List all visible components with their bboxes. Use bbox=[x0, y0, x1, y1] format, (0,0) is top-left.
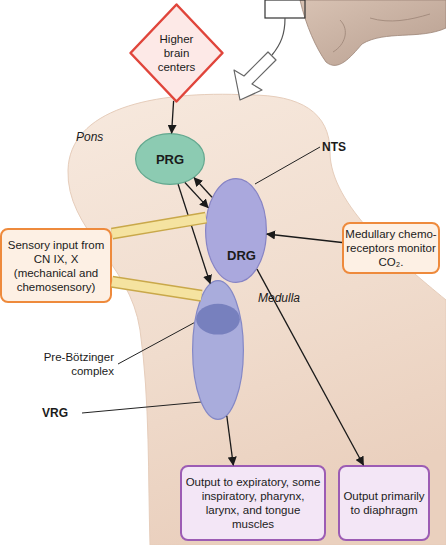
node-text: Output to expiratory, some inspiratory, … bbox=[185, 475, 321, 531]
connector-arrow bbox=[178, 184, 210, 283]
region-label: Medulla bbox=[258, 291, 328, 305]
node-text: PRG bbox=[156, 152, 184, 167]
connector-line bbox=[172, 101, 174, 133]
brain-region: VRG bbox=[192, 280, 244, 420]
callout-box: Sensory input from CN IX, X (mechanical … bbox=[0, 228, 112, 303]
leader-line bbox=[255, 147, 320, 184]
nerve-band bbox=[112, 218, 206, 234]
node-text: Sensory input from CN IX, X (mechanical … bbox=[4, 238, 108, 294]
nerve-band bbox=[112, 282, 202, 296]
leader-line bbox=[82, 402, 201, 413]
node-text: Medullary chemo- receptors monitor CO₂. bbox=[345, 227, 437, 269]
ellipse-shape bbox=[136, 134, 205, 185]
connector-arrow bbox=[194, 178, 212, 197]
brain-thumbnail-detail bbox=[333, 14, 430, 52]
pre-botzinger-region bbox=[196, 304, 240, 335]
node-content: Medullary chemo- receptors monitor CO₂. bbox=[344, 224, 438, 272]
ellipse-shape bbox=[193, 281, 244, 420]
node-content: Higher brain centers bbox=[128, 2, 225, 104]
brain-region: DRG bbox=[205, 178, 267, 283]
nerve-band-edge bbox=[112, 218, 206, 234]
node-text: Higher brain centers bbox=[149, 32, 205, 74]
node-content: Output to expiratory, some inspiratory, … bbox=[182, 467, 324, 539]
node-content: Output primarily to diaphragm bbox=[340, 467, 428, 539]
connector-arrow bbox=[185, 183, 208, 208]
node-content: VRG bbox=[192, 280, 244, 420]
output-box: Output to expiratory, some inspiratory, … bbox=[180, 465, 326, 541]
connector-arrow bbox=[267, 234, 342, 243]
connector-line bbox=[185, 183, 208, 208]
connector-line bbox=[257, 269, 363, 465]
brainstem-outline bbox=[68, 94, 446, 545]
ellipse-shape bbox=[206, 179, 267, 283]
connector-line bbox=[194, 178, 212, 197]
zoom-line bbox=[272, 18, 285, 55]
zoom-box bbox=[265, 0, 305, 18]
structure-label: NTS bbox=[322, 140, 362, 154]
output-box: Output primarily to diaphragm bbox=[338, 465, 430, 541]
leader-line bbox=[118, 319, 201, 364]
connector-line bbox=[227, 416, 234, 465]
ellipse-outline bbox=[192, 280, 244, 420]
diamond-shape bbox=[131, 5, 223, 102]
connector-arrow bbox=[257, 269, 363, 465]
structure-label: Pre-Bötzinger complex bbox=[28, 350, 114, 378]
node-content: DRG bbox=[205, 178, 267, 283]
node-text: DRG bbox=[227, 248, 256, 263]
ellipse-outline bbox=[205, 178, 267, 283]
node-content: Sensory input from CN IX, X (mechanical … bbox=[2, 230, 110, 301]
connector-arrow bbox=[227, 416, 234, 465]
decision-diamond: Higher brain centers bbox=[128, 2, 225, 104]
node-text: VRG bbox=[42, 406, 68, 420]
nerve-band-fill bbox=[112, 282, 202, 296]
zoom-arrow bbox=[234, 52, 276, 100]
callout-box: Medullary chemo- receptors monitor CO₂. bbox=[342, 222, 440, 274]
connector-arrow bbox=[172, 101, 174, 133]
connector-line bbox=[267, 234, 342, 243]
brain-region: PRG bbox=[135, 133, 205, 185]
brain-thumbnail bbox=[300, 0, 446, 65]
connector-line bbox=[178, 184, 210, 283]
nerve-band-fill bbox=[112, 218, 206, 234]
region-label: Pons bbox=[76, 130, 126, 144]
nerve-band-edge bbox=[112, 282, 202, 296]
node-content: PRG bbox=[135, 133, 205, 185]
node-text: Output primarily to diaphragm bbox=[342, 489, 426, 517]
